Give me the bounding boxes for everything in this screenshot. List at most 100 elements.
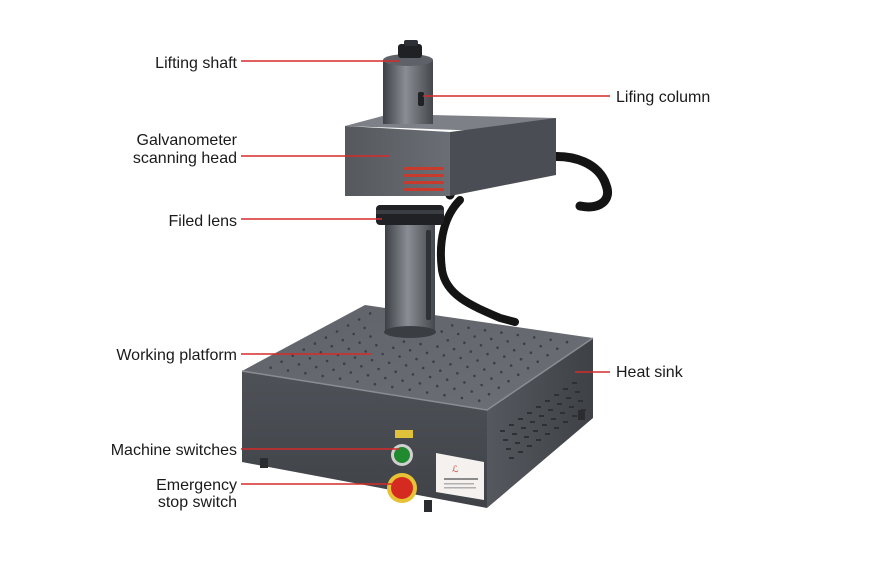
platform-hole [519,357,523,361]
vent-slot [563,388,568,390]
platform-hole [342,362,346,366]
machine-switches-panel [387,430,417,503]
vent-slot [533,430,538,432]
platform-hole [373,382,377,386]
galvanometer-head-side [450,118,556,196]
platform-hole [428,375,432,379]
platform-hole [497,386,501,390]
platform-hole [366,373,370,377]
power-switch [394,447,410,463]
platform-hole [346,324,350,327]
field-lens [376,205,444,225]
working-platform-surface [242,305,593,410]
vent-slot [554,427,559,429]
vent-slot [569,406,574,408]
base-front-face [242,371,487,508]
vent-slot [560,412,565,414]
platform-hole [415,357,418,361]
platform-hole [460,396,464,400]
vent-slot [509,457,514,459]
vent-slot [527,412,532,414]
label-filed-lens: Filed lens [168,213,237,230]
platform-hole [291,354,295,358]
platform-hole [402,340,406,343]
emergency-stop-button [391,477,413,499]
lifting-shaft-knob [383,40,433,66]
platform-hole [532,336,536,339]
platform-hole [549,338,552,342]
vent-slot [572,382,577,384]
platform-hole [280,360,283,364]
platform-hole [369,335,372,338]
platform-hole-grid [269,312,569,403]
vent-slot [557,403,562,405]
platform-hole [401,379,404,383]
platform-hole [360,365,363,368]
platform-hole [500,331,503,334]
platform-hole [469,350,473,353]
platform-hole [404,364,408,367]
platform-hole [408,388,412,392]
platform-hole [319,351,323,354]
vent-slot [563,421,568,423]
label-emergency-line1: Emergency [156,477,237,494]
platform-hole [529,351,533,355]
platform-hole [500,370,503,374]
platform-hole [398,355,401,358]
platform-hole [375,343,378,347]
platform-hole [516,333,520,337]
vent-slot [548,409,553,411]
platform-hole [418,382,422,385]
platform-hole [507,379,510,383]
vent-slot [518,451,523,453]
platform-hole [565,340,569,344]
vent-slot [575,391,580,393]
vent-slot [554,394,559,396]
vent-slot [530,421,535,423]
platform-hole [324,336,328,339]
platform-hole [358,341,361,345]
platform-hole [302,348,306,351]
vent-slot [545,433,550,435]
platform-hole [335,330,339,333]
platform-hole [516,373,520,377]
platform-hole [476,359,479,362]
platform-hole [473,335,477,338]
label-heat-sink: Heat sink [616,364,683,381]
platform-hole [539,344,542,348]
platform-hole [432,360,435,364]
svg-text:ℒ: ℒ [452,464,459,474]
galvanometer-vents [404,167,444,191]
platform-hole [377,367,380,371]
platform-hole [435,384,439,388]
platform-hole [425,351,429,355]
product-label-sticker: ℒ [436,453,484,500]
platform-hole [384,376,387,380]
platform-hole [480,383,483,387]
label-emergency-line2: stop switch [157,494,237,511]
vent-slot [545,400,550,402]
platform-hole [493,361,496,365]
vent-slot [512,433,517,435]
platform-hole [473,374,476,378]
platform-hole [526,366,530,370]
vent-slot [578,400,583,402]
platform-hole [506,340,510,343]
platform-hole [349,371,353,374]
leader-lines [241,60,610,485]
platform-hole [456,332,460,336]
platform-hole [439,369,442,373]
platform-hole [338,377,342,381]
label-galvanometer-line2: scanning head [132,150,237,167]
vent-slot [527,445,532,447]
platform-hole [356,380,359,383]
platform-hole [483,368,486,371]
platform-hole [522,342,526,346]
platform-hole [425,391,429,394]
label-machine-switches: Machine switches [110,442,237,459]
platform-hole [466,365,469,369]
vent-slot [566,397,571,399]
platform-hole [368,312,372,315]
